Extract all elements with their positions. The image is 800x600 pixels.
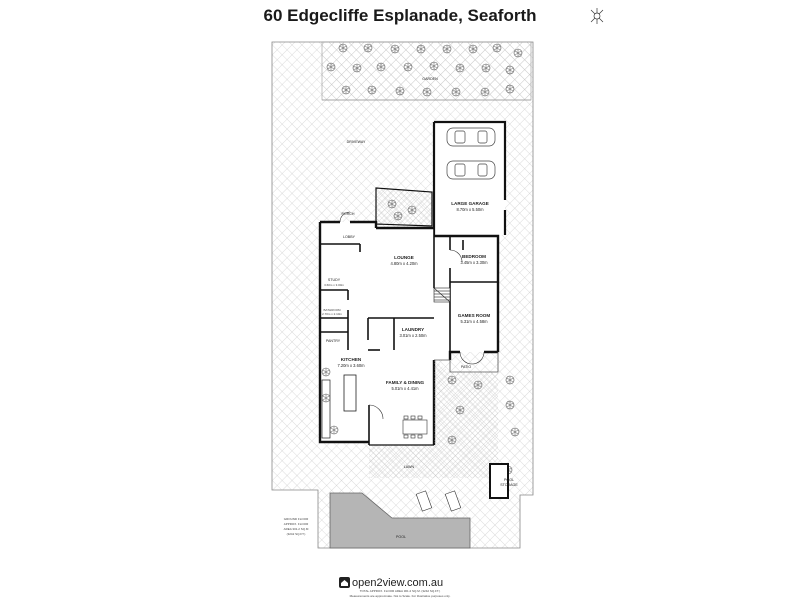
kitchen-island [343, 374, 357, 412]
label-laundry: LAUNDRY [402, 327, 424, 332]
brand-link[interactable]: open2view.com.au [352, 577, 444, 589]
page-title: 60 Edgecliffe Esplanade, Seaforth [263, 6, 537, 25]
label-lawn: LAWN [404, 465, 415, 469]
dims-large-garage: 8.70m x 5.50m [456, 207, 484, 212]
label-lobby: LOBBY [343, 235, 356, 239]
floor-note-line: GROUND FLOOR [284, 517, 309, 521]
dining-table [402, 415, 428, 439]
label-patio: PATIO [461, 365, 471, 369]
dims-study: 3.60m x 3.00m [324, 283, 344, 287]
label-garden: GARDEN [422, 77, 438, 81]
label-kitchen: KITCHEN [341, 357, 362, 362]
sun-loungers [415, 490, 462, 512]
lawn-area [369, 360, 498, 478]
label-pantry: PANTRY [326, 339, 341, 343]
footer-disclaimer: Measurements are approximate. Not to Sca… [350, 594, 451, 598]
interior-walls [320, 228, 498, 445]
dims-games-room: 5.31m x 4.58m [460, 319, 488, 324]
stairs [433, 287, 451, 303]
label-bedroom: BEDROOM [462, 254, 486, 259]
car-icon [446, 160, 496, 180]
label-games-room: GAMES ROOM [458, 313, 491, 318]
house-logo-icon [339, 577, 350, 588]
label-pool-storage-1: POOL [504, 478, 514, 482]
label-driveway: DRIVEWAY [347, 140, 366, 144]
dims-bathroom: 2.70m x 2.10m [322, 312, 342, 316]
pool [329, 492, 471, 549]
label-study: STUDY [328, 278, 341, 282]
label-pool-storage-2: STORAGE [500, 483, 518, 487]
floor-area-note: GROUND FLOOR APPROX. FLOOR AREA 301.2 SQ… [284, 517, 310, 536]
floor-note-line: AREA 301.2 SQ.M [284, 527, 309, 531]
label-lounge: LOUNGE [394, 255, 414, 260]
label-family-dining: FAMILY & DINING [386, 380, 425, 385]
car-icon [446, 127, 496, 147]
label-porch: PORCH [342, 212, 355, 216]
porch-planter [375, 187, 433, 227]
dims-kitchen: 7.20m x 3.60m [337, 363, 365, 368]
floor-note-line: APPROX. FLOOR [284, 522, 309, 526]
door-swings [339, 211, 485, 420]
garage-walls [432, 120, 507, 235]
footer-area: TOTAL APPROX. FLOOR AREA 301.2 SQ.M. (32… [360, 589, 440, 593]
dims-laundry: 3.01m x 2.50m [399, 333, 427, 338]
dims-bedroom: 3.45m x 3.30m [460, 260, 488, 265]
kitchen-bench [321, 379, 331, 439]
pool-storage [489, 463, 509, 499]
dims-family-dining: 5.01m x 4.41m [391, 386, 419, 391]
label-large-garage: LARGE GARAGE [451, 201, 489, 206]
floor-note-line: (3242 SQ.FT.) [287, 532, 306, 536]
label-pool: POOL [396, 535, 406, 539]
house-footprint [320, 222, 498, 445]
compass-icon [590, 8, 604, 24]
dims-lounge: 4.80m x 4.20m [390, 261, 418, 266]
label-bathroom: BATHROOM [323, 308, 341, 312]
